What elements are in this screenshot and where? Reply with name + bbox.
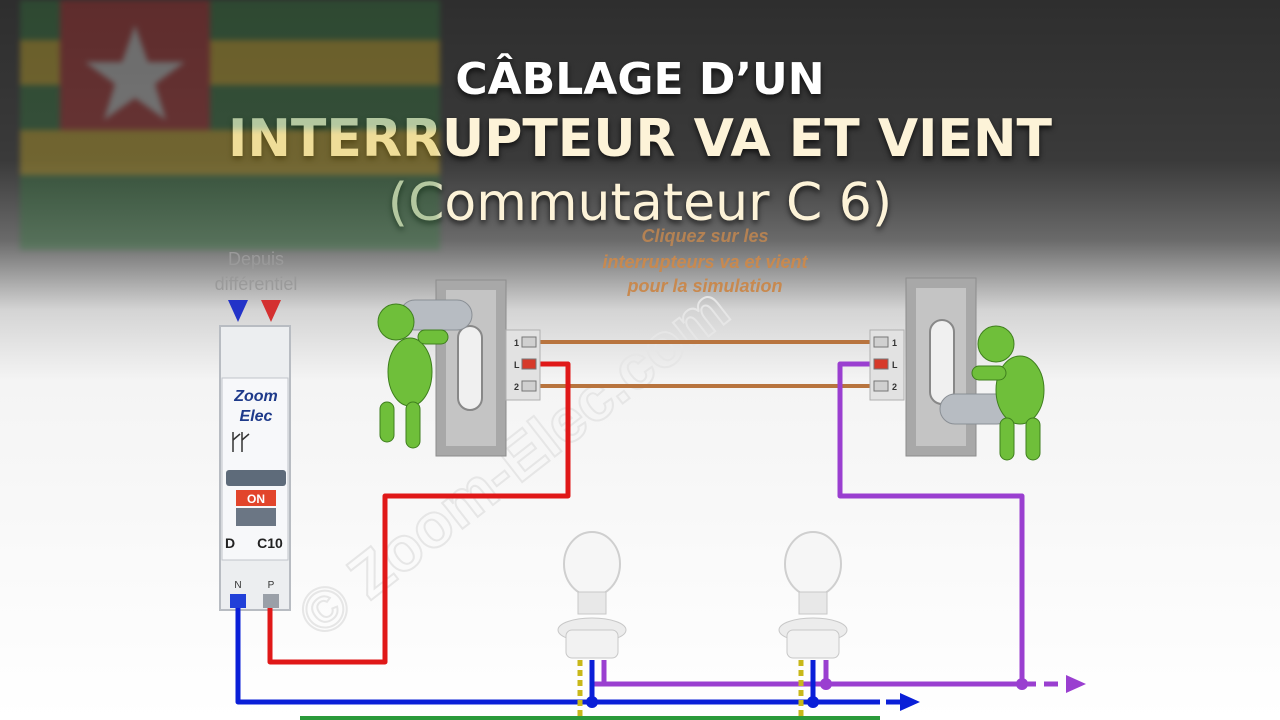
circuit-breaker[interactable]: Zoom Elec ON D C10 N P <box>219 325 291 611</box>
title-line-2: INTERRUPTEUR VA ET VIENT <box>228 109 1052 169</box>
source-label-1: Depuis <box>228 249 284 269</box>
lamp-1 <box>557 531 627 659</box>
phase-terminal <box>263 594 279 608</box>
switch-symbol-icon <box>232 432 250 452</box>
left-terminal-L: L <box>514 360 520 370</box>
source-label-2: différentiel <box>215 274 298 294</box>
phase-arrow-icon <box>261 300 281 322</box>
junction-dot <box>807 696 819 708</box>
left-terminal-2: 2 <box>514 382 519 392</box>
green-figure-left <box>377 299 473 449</box>
rating-label: C10 <box>257 535 283 551</box>
junction-dot <box>820 678 832 690</box>
title-line-3: (Commutateur C 6) <box>387 173 893 233</box>
right-terminal-2: 2 <box>892 382 897 392</box>
instruction-line-3: pour la simulation <box>626 276 782 296</box>
on-label: ON <box>247 492 265 506</box>
return-wire <box>590 361 1025 687</box>
left-terminal-1: 1 <box>514 338 519 348</box>
neutral-label: N <box>234 580 241 591</box>
title-block: CÂBLAGE D’UN INTERRUPTEUR VA ET VIENT (C… <box>0 52 1280 236</box>
right-terminal-1: 1 <box>892 338 897 348</box>
right-terminal-L: L <box>892 360 898 370</box>
neutral-arrow-icon <box>228 300 248 322</box>
neutral-terminal <box>230 594 246 608</box>
two-way-switch-right[interactable] <box>869 277 977 457</box>
neutral-wire <box>235 608 880 705</box>
neutral-arrow-end-icon <box>900 693 920 711</box>
phase-label: P <box>268 580 275 591</box>
phase-wire <box>267 361 571 665</box>
instruction-line-1: Cliquez sur les <box>641 226 768 246</box>
flag-background <box>20 0 440 250</box>
junction-dot <box>1016 678 1028 690</box>
brand-line-2: Elec <box>240 408 273 425</box>
green-figure-right <box>939 325 1045 461</box>
on-toggle[interactable] <box>236 490 276 506</box>
title-line-1: CÂBLAGE D’UN <box>455 54 825 105</box>
return-arrow-icon <box>1066 675 1086 693</box>
junction-dot <box>586 696 598 708</box>
lamp-2 <box>778 531 848 659</box>
brand-line-1: Zoom <box>233 388 278 405</box>
instruction-line-2: interrupteurs va et vient <box>602 252 808 272</box>
type-label: D <box>225 535 235 551</box>
